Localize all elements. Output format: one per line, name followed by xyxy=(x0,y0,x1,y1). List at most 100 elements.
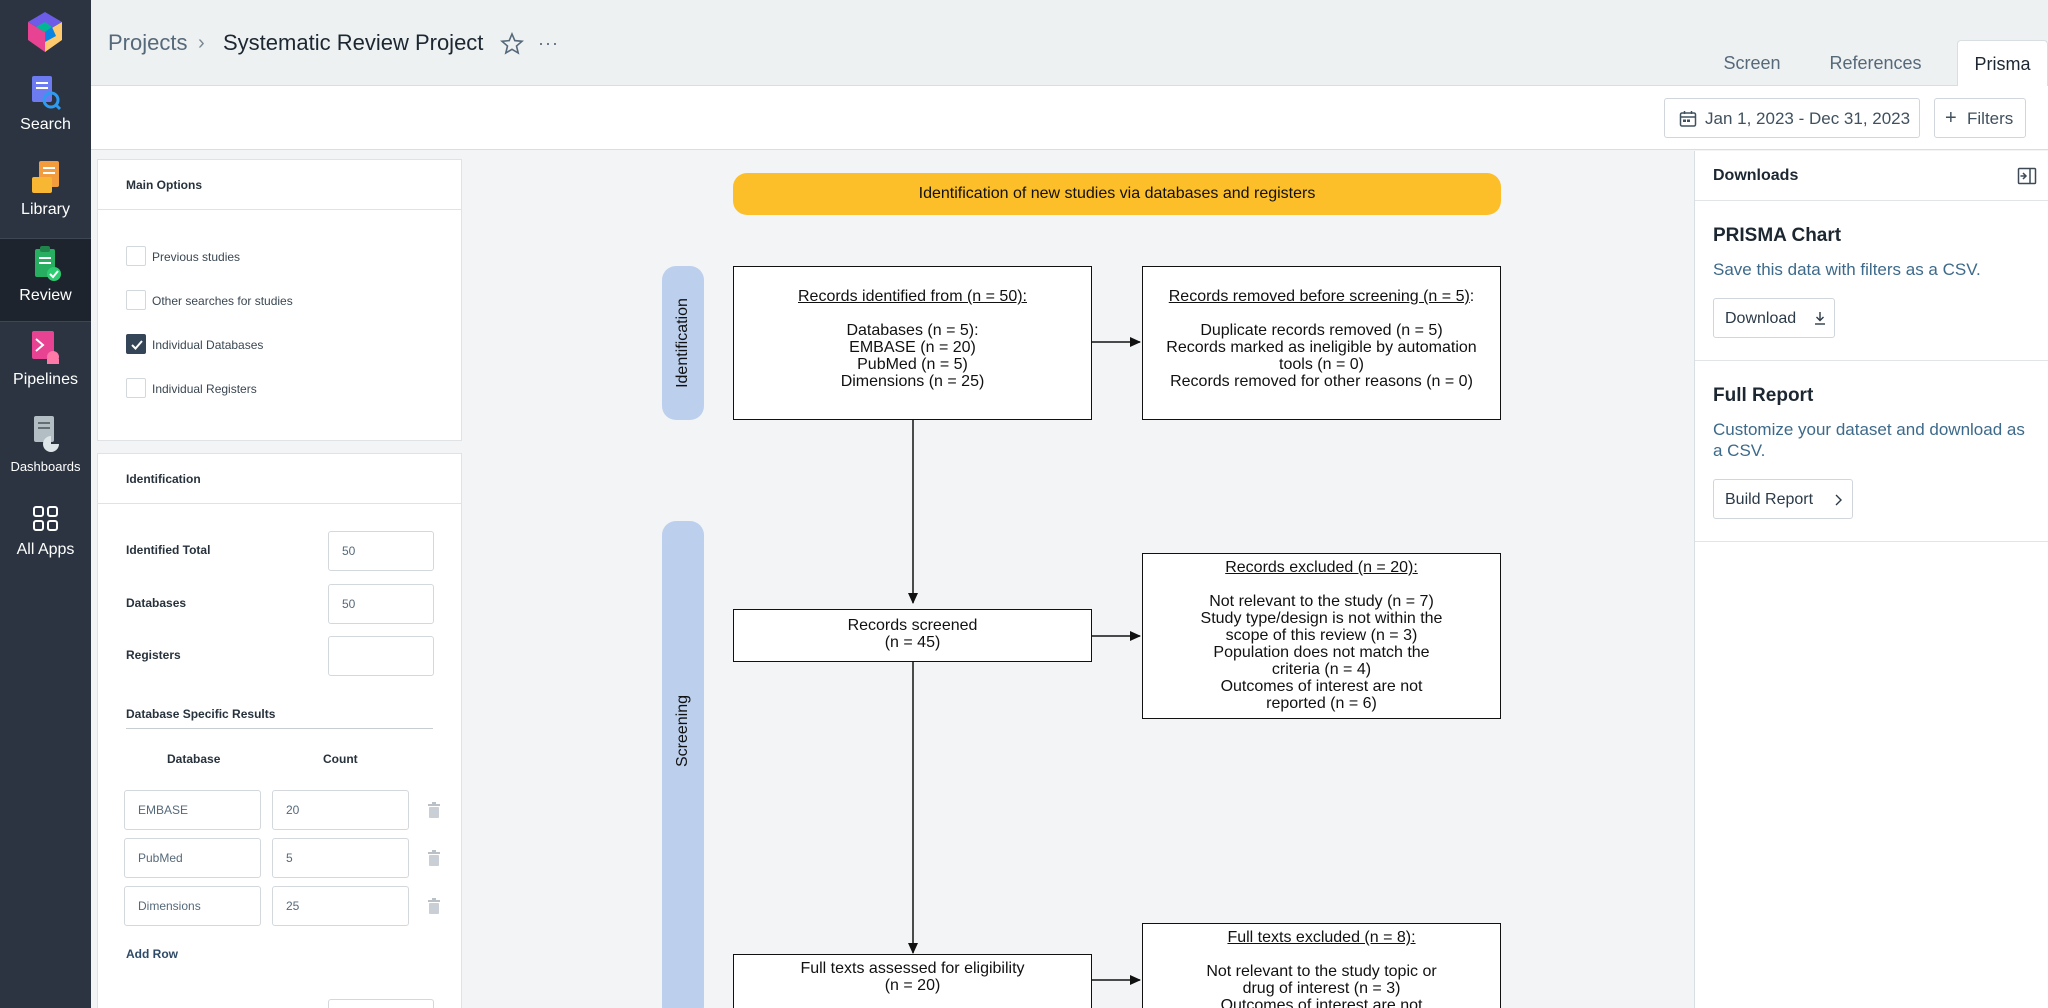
app-rail: Search Library Review xyxy=(0,0,91,1008)
checkbox-label: Previous studies xyxy=(152,250,241,264)
section-description: Save this data with filters as a CSV. xyxy=(1713,260,1981,279)
box-line: Outcomes of interest are not xyxy=(1220,678,1423,695)
box-records-removed: Records removed before screening (n = 5)… xyxy=(1142,266,1501,420)
database-count-input[interactable]: 5 xyxy=(272,838,409,878)
box-line: Full texts assessed for eligibility xyxy=(800,960,1025,977)
box-line: (n = 45) xyxy=(884,634,941,651)
collapse-panel-icon[interactable] xyxy=(2017,166,2037,186)
filters-label: Filters xyxy=(1967,109,2014,128)
download-button[interactable]: Download xyxy=(1713,298,1835,338)
box-line: criteria (n = 4) xyxy=(1271,661,1372,678)
rail-label: Dashboards xyxy=(10,459,81,474)
tab-prisma[interactable]: Prisma xyxy=(1957,40,2048,87)
box-line: EMBASE (n = 20) xyxy=(849,339,976,356)
calendar-icon xyxy=(1679,110,1697,128)
button-label: Build Report xyxy=(1725,491,1814,508)
box-records-screened: Records screened (n = 45) xyxy=(733,609,1092,662)
box-records-excluded: Records excluded (n = 20): Not relevant … xyxy=(1142,553,1501,719)
databases-input[interactable]: 50 xyxy=(328,584,434,624)
tab-references[interactable]: References xyxy=(1829,53,1922,73)
identification-panel: Identification Identified Total 50 Datab… xyxy=(97,453,462,1008)
box-records-identified: Records identified from (n = 50): Databa… xyxy=(733,266,1092,420)
section-title: PRISMA Chart xyxy=(1713,225,1842,246)
trash-icon[interactable] xyxy=(427,801,441,819)
field-label: Registers xyxy=(126,648,181,662)
box-heading: Records excluded (n = 20): xyxy=(1225,559,1418,576)
rail-item-review[interactable]: Review xyxy=(0,238,91,322)
box-heading: Records identified from (n = 50): xyxy=(798,288,1027,305)
stage-screening: Screening xyxy=(662,521,704,1008)
box-line: Population does not match the xyxy=(1213,644,1430,661)
checkbox[interactable] xyxy=(126,378,146,398)
extra-input[interactable] xyxy=(328,999,434,1008)
review-clipboard-icon xyxy=(29,245,63,283)
box-line: Records screened xyxy=(847,617,978,634)
downloads-header: Downloads xyxy=(1695,151,2048,201)
box-line: tools (n = 0) xyxy=(1279,356,1364,373)
box-line: Study type/design is not within the xyxy=(1200,610,1443,627)
divider xyxy=(126,728,433,729)
box-line: drug of interest (n = 3) xyxy=(1242,980,1401,997)
date-range-label: Jan 1, 2023 - Dec 31, 2023 xyxy=(1705,109,1911,128)
grid-icon xyxy=(29,499,63,537)
rail-label: Search xyxy=(20,116,71,133)
app-logo-icon[interactable] xyxy=(22,10,68,54)
build-report-button[interactable]: Build Report xyxy=(1713,479,1853,519)
registers-input[interactable] xyxy=(328,636,434,676)
box-line: Outcomes of interest are not xyxy=(1220,997,1423,1008)
field-label: Databases xyxy=(126,596,187,610)
checkbox-checked[interactable] xyxy=(126,334,146,354)
box-line: Records marked as ineligible by automati… xyxy=(1166,339,1477,356)
box-full-texts-assessed: Full texts assessed for eligibility (n =… xyxy=(733,954,1092,1008)
rail-item-dashboards[interactable]: Dashboards xyxy=(0,408,91,492)
checkbox[interactable] xyxy=(126,246,146,266)
tab-screen[interactable]: Screen xyxy=(1723,53,1781,73)
identification-title: Identification xyxy=(98,454,461,504)
box-heading: Full texts excluded (n = 8): xyxy=(1227,929,1416,946)
checkbox-label: Individual Registers xyxy=(152,382,257,396)
box-heading-suffix: : xyxy=(1469,288,1475,305)
filters-button[interactable]: + Filters xyxy=(1934,98,2026,138)
trash-icon[interactable] xyxy=(427,897,441,915)
pipelines-icon xyxy=(29,329,63,367)
box-line: Not relevant to the study (n = 7) xyxy=(1209,593,1434,610)
trash-icon[interactable] xyxy=(427,849,441,867)
main-options-panel: Main Options Previous studies Other sear… xyxy=(97,159,462,441)
rail-label: Library xyxy=(21,201,70,218)
button-label: Download xyxy=(1725,310,1797,327)
rail-item-pipelines[interactable]: Pipelines xyxy=(0,323,91,407)
dashboards-icon xyxy=(29,414,63,452)
section-title: Full Report xyxy=(1713,385,1814,406)
box-line: Duplicate records removed (n = 5) xyxy=(1200,322,1443,339)
prisma-chart-section: PRISMA Chart Save this data with filters… xyxy=(1695,201,2048,361)
add-row-link[interactable]: Add Row xyxy=(126,947,178,961)
identified-total-input[interactable]: 50 xyxy=(328,531,434,571)
full-report-section: Full Report Customize your dataset and d… xyxy=(1695,361,2048,542)
database-name-input[interactable]: EMBASE xyxy=(124,790,261,830)
toolbar: Jan 1, 2023 - Dec 31, 2023 + Filters xyxy=(91,86,2048,150)
checkbox[interactable] xyxy=(126,290,146,310)
checkbox-label: Individual Databases xyxy=(152,338,264,352)
prisma-diagram: Identification of new studies via databa… xyxy=(470,151,1694,1008)
star-icon[interactable] xyxy=(500,31,524,56)
breadcrumb-projects-link[interactable]: Projects xyxy=(108,30,188,55)
box-line: Dimensions (n = 25) xyxy=(840,373,985,390)
box-line: Not relevant to the study topic or xyxy=(1206,963,1437,980)
more-options-icon[interactable]: ··· xyxy=(538,33,559,53)
stage-identification: Identification xyxy=(662,266,704,420)
library-icon xyxy=(29,159,63,197)
rail-item-search[interactable]: Search xyxy=(0,68,91,152)
box-line: (n = 20) xyxy=(884,977,941,994)
database-count-input[interactable]: 20 xyxy=(272,790,409,830)
rail-label: Review xyxy=(19,287,72,304)
database-count-input[interactable]: 25 xyxy=(272,886,409,926)
rail-item-library[interactable]: Library xyxy=(0,153,91,237)
column-header-database: Database xyxy=(167,752,221,766)
checkbox-label: Other searches for studies xyxy=(152,294,293,308)
database-name-input[interactable]: Dimensions xyxy=(124,886,261,926)
download-icon xyxy=(1812,310,1828,331)
rail-item-all-apps[interactable]: All Apps xyxy=(0,493,91,577)
database-name-input[interactable]: PubMed xyxy=(124,838,261,878)
prisma-banner: Identification of new studies via databa… xyxy=(733,173,1501,215)
date-range-button[interactable]: Jan 1, 2023 - Dec 31, 2023 xyxy=(1664,98,1920,138)
